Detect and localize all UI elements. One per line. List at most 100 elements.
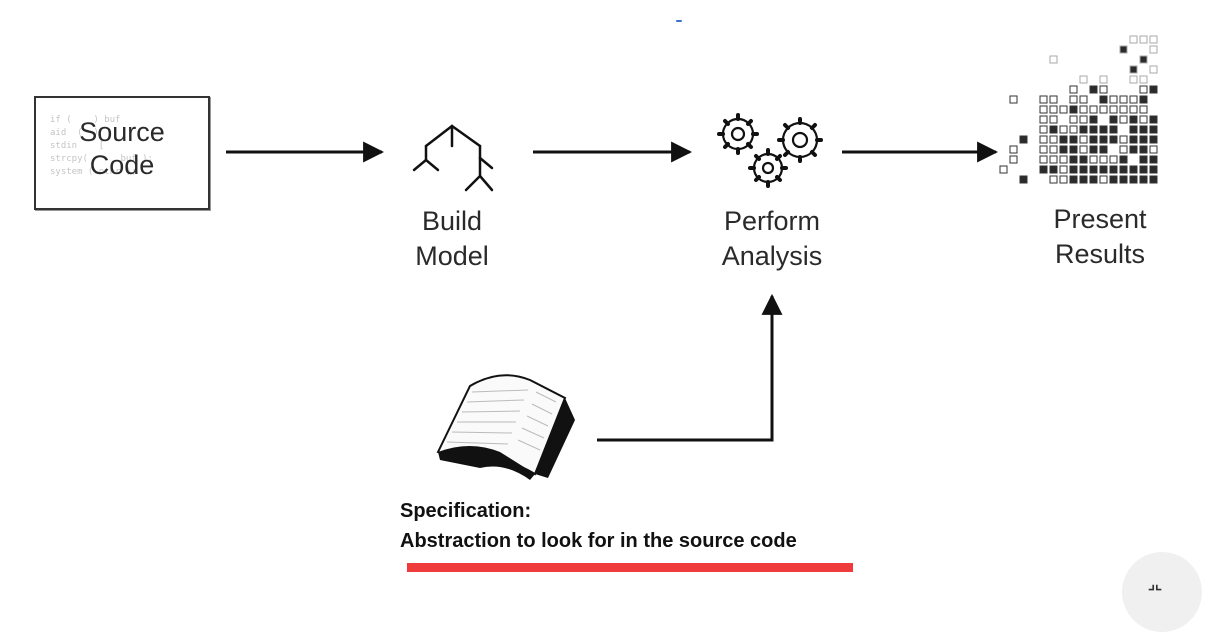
pixel-cell — [1089, 115, 1098, 124]
pixel-cell — [1119, 175, 1128, 184]
pixel-cell — [1129, 115, 1138, 124]
pixel-cell — [1139, 125, 1148, 134]
specification-title: Specification: — [400, 500, 532, 522]
pixel-cell — [1149, 35, 1158, 44]
pixel-cell — [1149, 155, 1158, 164]
pixel-cell — [1059, 125, 1068, 134]
pixel-cell — [1079, 125, 1088, 134]
pixel-cell — [1059, 145, 1068, 154]
pixel-cell — [1059, 175, 1068, 184]
code-line: if ( ) buf — [50, 115, 121, 125]
pixel-cell — [1019, 175, 1028, 184]
gears-icon — [717, 113, 823, 188]
pixel-cell — [1079, 115, 1088, 124]
pixel-cell — [1059, 105, 1068, 114]
perform-analysis-line2: Analysis — [721, 241, 823, 271]
pixel-cell — [1109, 135, 1118, 144]
code-line: aid ( ) — [50, 128, 99, 138]
pixel-cell — [1129, 145, 1138, 154]
present-results-line2: Results — [1054, 239, 1146, 269]
pixel-cell — [1089, 125, 1098, 134]
pixel-cell — [1089, 85, 1098, 94]
build-model-label: Build Model — [382, 204, 522, 274]
pixel-cell — [1149, 145, 1158, 154]
pixel-cell — [1139, 35, 1148, 44]
pixel-cell — [1039, 95, 1048, 104]
pixel-cell — [1099, 165, 1108, 174]
pixel-cell — [1079, 175, 1088, 184]
pixel-cell — [1109, 155, 1118, 164]
pixel-cell — [1009, 155, 1018, 164]
pixel-cell — [1129, 95, 1138, 104]
specification-description: Abstraction to look for in the source co… — [400, 530, 797, 552]
pixel-cell — [1139, 165, 1148, 174]
pixel-cell — [1069, 175, 1078, 184]
pixel-cell — [1099, 105, 1108, 114]
pixel-cell — [1139, 135, 1148, 144]
pixel-cell — [1049, 145, 1058, 154]
pixel-cell — [1119, 45, 1128, 54]
source-label-line2: Code — [89, 150, 155, 180]
pixel-cell — [1139, 105, 1148, 114]
pixel-cell — [1069, 115, 1078, 124]
build-model-line2: Model — [415, 241, 489, 271]
pixel-cell — [1129, 175, 1138, 184]
corner-button-icon: ⌟⌞ — [1148, 576, 1163, 593]
pixel-cell — [1089, 175, 1098, 184]
pixel-cell — [1089, 105, 1098, 114]
pixel-cell — [1099, 135, 1108, 144]
pixel-cell — [1139, 75, 1148, 84]
present-results-label: Present Results — [1030, 202, 1170, 272]
arrow-spec-to-analysis — [597, 293, 783, 442]
present-results-line1: Present — [1053, 204, 1147, 234]
pixel-cell — [999, 165, 1008, 174]
pixel-cell — [1059, 155, 1068, 164]
pixel-cell — [1049, 95, 1058, 104]
pixel-cell — [1139, 175, 1148, 184]
pixel-cell — [1099, 175, 1108, 184]
pixel-cell — [1049, 105, 1058, 114]
pixel-cell — [1019, 135, 1028, 144]
pixel-cell — [1149, 165, 1158, 174]
top-mark — [676, 20, 682, 22]
pixel-grid-icon — [999, 35, 1158, 184]
pixel-cell — [1109, 125, 1118, 134]
pixel-cell — [1069, 85, 1078, 94]
pixel-cell — [1099, 75, 1108, 84]
pixel-cell — [1149, 65, 1158, 74]
pixel-cell — [1079, 135, 1088, 144]
pixel-cell — [1039, 115, 1048, 124]
pixel-cell — [1149, 115, 1158, 124]
pixel-cell — [1109, 115, 1118, 124]
pixel-cell — [1009, 95, 1018, 104]
pixel-cell — [1119, 145, 1128, 154]
pixel-cell — [1049, 135, 1058, 144]
pixel-cell — [1069, 135, 1078, 144]
pixel-cell — [1079, 165, 1088, 174]
tree-icon — [412, 124, 494, 192]
pixel-cell — [1119, 155, 1128, 164]
pixel-cell — [1139, 115, 1148, 124]
pixel-cell — [1079, 95, 1088, 104]
pixel-cell — [1139, 145, 1148, 154]
pixel-cell — [1079, 75, 1088, 84]
source-label-line1: Source — [79, 117, 165, 147]
pixel-cell — [1039, 125, 1048, 134]
pixel-cell — [1099, 85, 1108, 94]
pixel-cell — [1139, 55, 1148, 64]
pixel-cell — [1049, 165, 1058, 174]
pixel-cell — [1069, 125, 1078, 134]
pixel-cell — [1089, 165, 1098, 174]
pixel-cell — [1119, 135, 1128, 144]
pixel-cell — [1089, 155, 1098, 164]
pixel-cell — [1109, 165, 1118, 174]
pixel-cell — [1039, 145, 1048, 154]
pixel-cell — [1109, 95, 1118, 104]
pixel-cell — [1069, 145, 1078, 154]
perform-analysis-label: Perform Analysis — [694, 204, 850, 274]
pixel-cell — [1139, 95, 1148, 104]
pixel-cell — [1129, 105, 1138, 114]
pixel-cell — [1129, 125, 1138, 134]
pixel-cell — [1099, 155, 1108, 164]
